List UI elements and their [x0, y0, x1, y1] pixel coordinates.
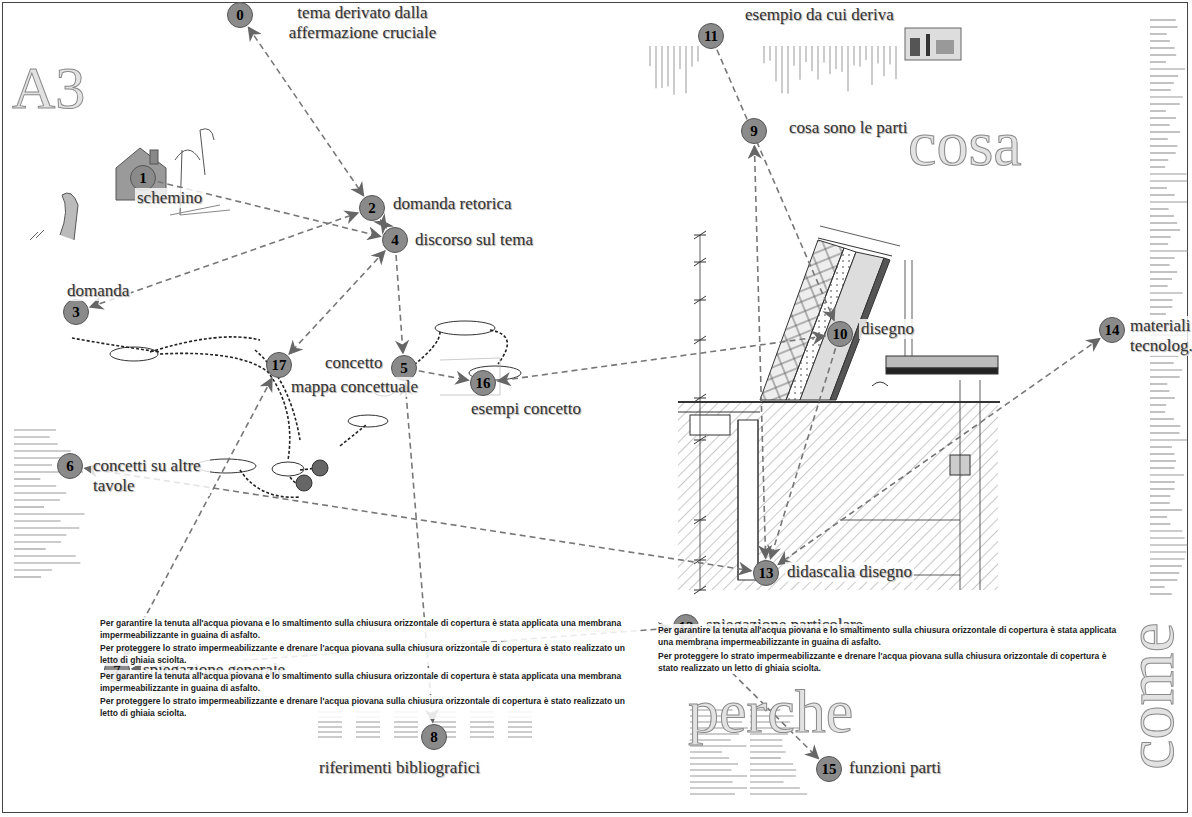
callout-number: 3: [64, 300, 88, 324]
explanation-text: Per proteggere lo strato impermeabilizza…: [658, 650, 1128, 674]
node-label: concetti su altre tavole: [91, 456, 210, 496]
numbered-circle: 11esempio da cui deriva: [698, 23, 724, 49]
node-label: discorso sul tema: [413, 230, 535, 250]
callout-number: 15: [817, 757, 841, 781]
callout-number: 6: [58, 454, 82, 478]
numbered-circle: 2domanda retorica: [359, 195, 385, 221]
numbered-circle: 15funzioni parti: [816, 756, 842, 782]
dashed-connector: [778, 339, 1099, 565]
node-label: domanda: [65, 281, 131, 301]
numbered-circle: 6concetti su altre tavole: [57, 453, 83, 479]
explanation-text: Per proteggere lo strato impermeabilizza…: [100, 642, 640, 666]
example-thumbnail: [905, 28, 961, 60]
dashed-connector: [289, 251, 385, 354]
dashed-connector: [754, 146, 765, 558]
numbered-circle: 1schemino: [130, 165, 156, 191]
watermark-word: cosa: [908, 112, 1022, 176]
node-label: domanda retorica: [391, 194, 513, 214]
dashed-connector: [419, 371, 469, 380]
numbered-circle: 13didascalia disegno: [753, 560, 779, 586]
callout-number: 4: [383, 228, 407, 252]
node-label: schemino: [135, 188, 204, 208]
dashed-connector: [381, 220, 386, 228]
node-label: cosa sono le parti: [787, 118, 910, 138]
node-label: esempi concetto: [469, 399, 583, 419]
dashed-connector: [498, 336, 825, 381]
fine-text-texture: [14, 20, 1188, 794]
wall-section-drawing: [678, 226, 1000, 594]
explanation-text: Per garantire la tenuta all'acqua piovan…: [100, 670, 640, 694]
numbered-circle: 14materiali tecnolog.: [1099, 317, 1125, 343]
callout-number: 13: [754, 561, 778, 585]
dashed-connector: [248, 27, 363, 195]
node-label: concetto: [323, 353, 385, 373]
callout-number: 14: [1100, 318, 1124, 342]
numbered-circle: 9cosa sono le parti: [741, 118, 767, 144]
node-label: disegno: [859, 319, 916, 339]
numbered-circle: 3domanda: [63, 299, 89, 325]
numbered-circle: 16esempi concetto: [470, 370, 496, 396]
numbered-circle: 17mappa concettuale: [266, 352, 292, 378]
callout-number: 16: [471, 371, 495, 395]
node-label: esempio da cui deriva: [743, 5, 896, 25]
concept-map: [72, 321, 521, 497]
dashed-connector: [124, 378, 272, 657]
callout-number: 11: [699, 24, 723, 48]
numbered-circle: 10disegno: [827, 321, 853, 347]
numbered-circle: 4discorso sul tema: [382, 227, 408, 253]
explanation-text: Per garantire la tenuta all'acqua piovan…: [658, 624, 1128, 648]
callout-number: 1: [131, 166, 155, 190]
callout-number: 10: [828, 322, 852, 346]
callout-number: 9: [742, 119, 766, 143]
node-label: funzioni parti: [847, 758, 943, 778]
callout-number: 8: [422, 725, 446, 749]
node-label: riferimenti bibliografici: [317, 758, 482, 778]
explanation-text: Per proteggere lo strato impermeabilizza…: [100, 695, 640, 719]
node-label: didascalia disegno: [785, 562, 914, 582]
callout-number: 2: [360, 196, 384, 220]
dashed-connector: [717, 50, 834, 320]
house-sketch: [30, 129, 230, 240]
node-label: materiali tecnolog.: [1128, 316, 1192, 356]
watermark-word: perche: [688, 680, 853, 742]
callout-number: 0: [228, 3, 252, 27]
explanation-text: Per garantire la tenuta all'acqua piovan…: [100, 617, 640, 641]
node-label: mappa concettuale: [289, 377, 420, 397]
node-label: tema derivato dalla affermazione crucial…: [273, 3, 452, 43]
watermark-word: A3: [12, 58, 85, 118]
numbered-circle: 0tema derivato dalla affermazione crucia…: [227, 2, 253, 28]
numbered-circle: 8riferimenti bibliografici: [421, 724, 447, 750]
dashed-connector: [770, 348, 835, 558]
dashed-connector: [396, 255, 403, 353]
callout-number: 17: [267, 353, 291, 377]
